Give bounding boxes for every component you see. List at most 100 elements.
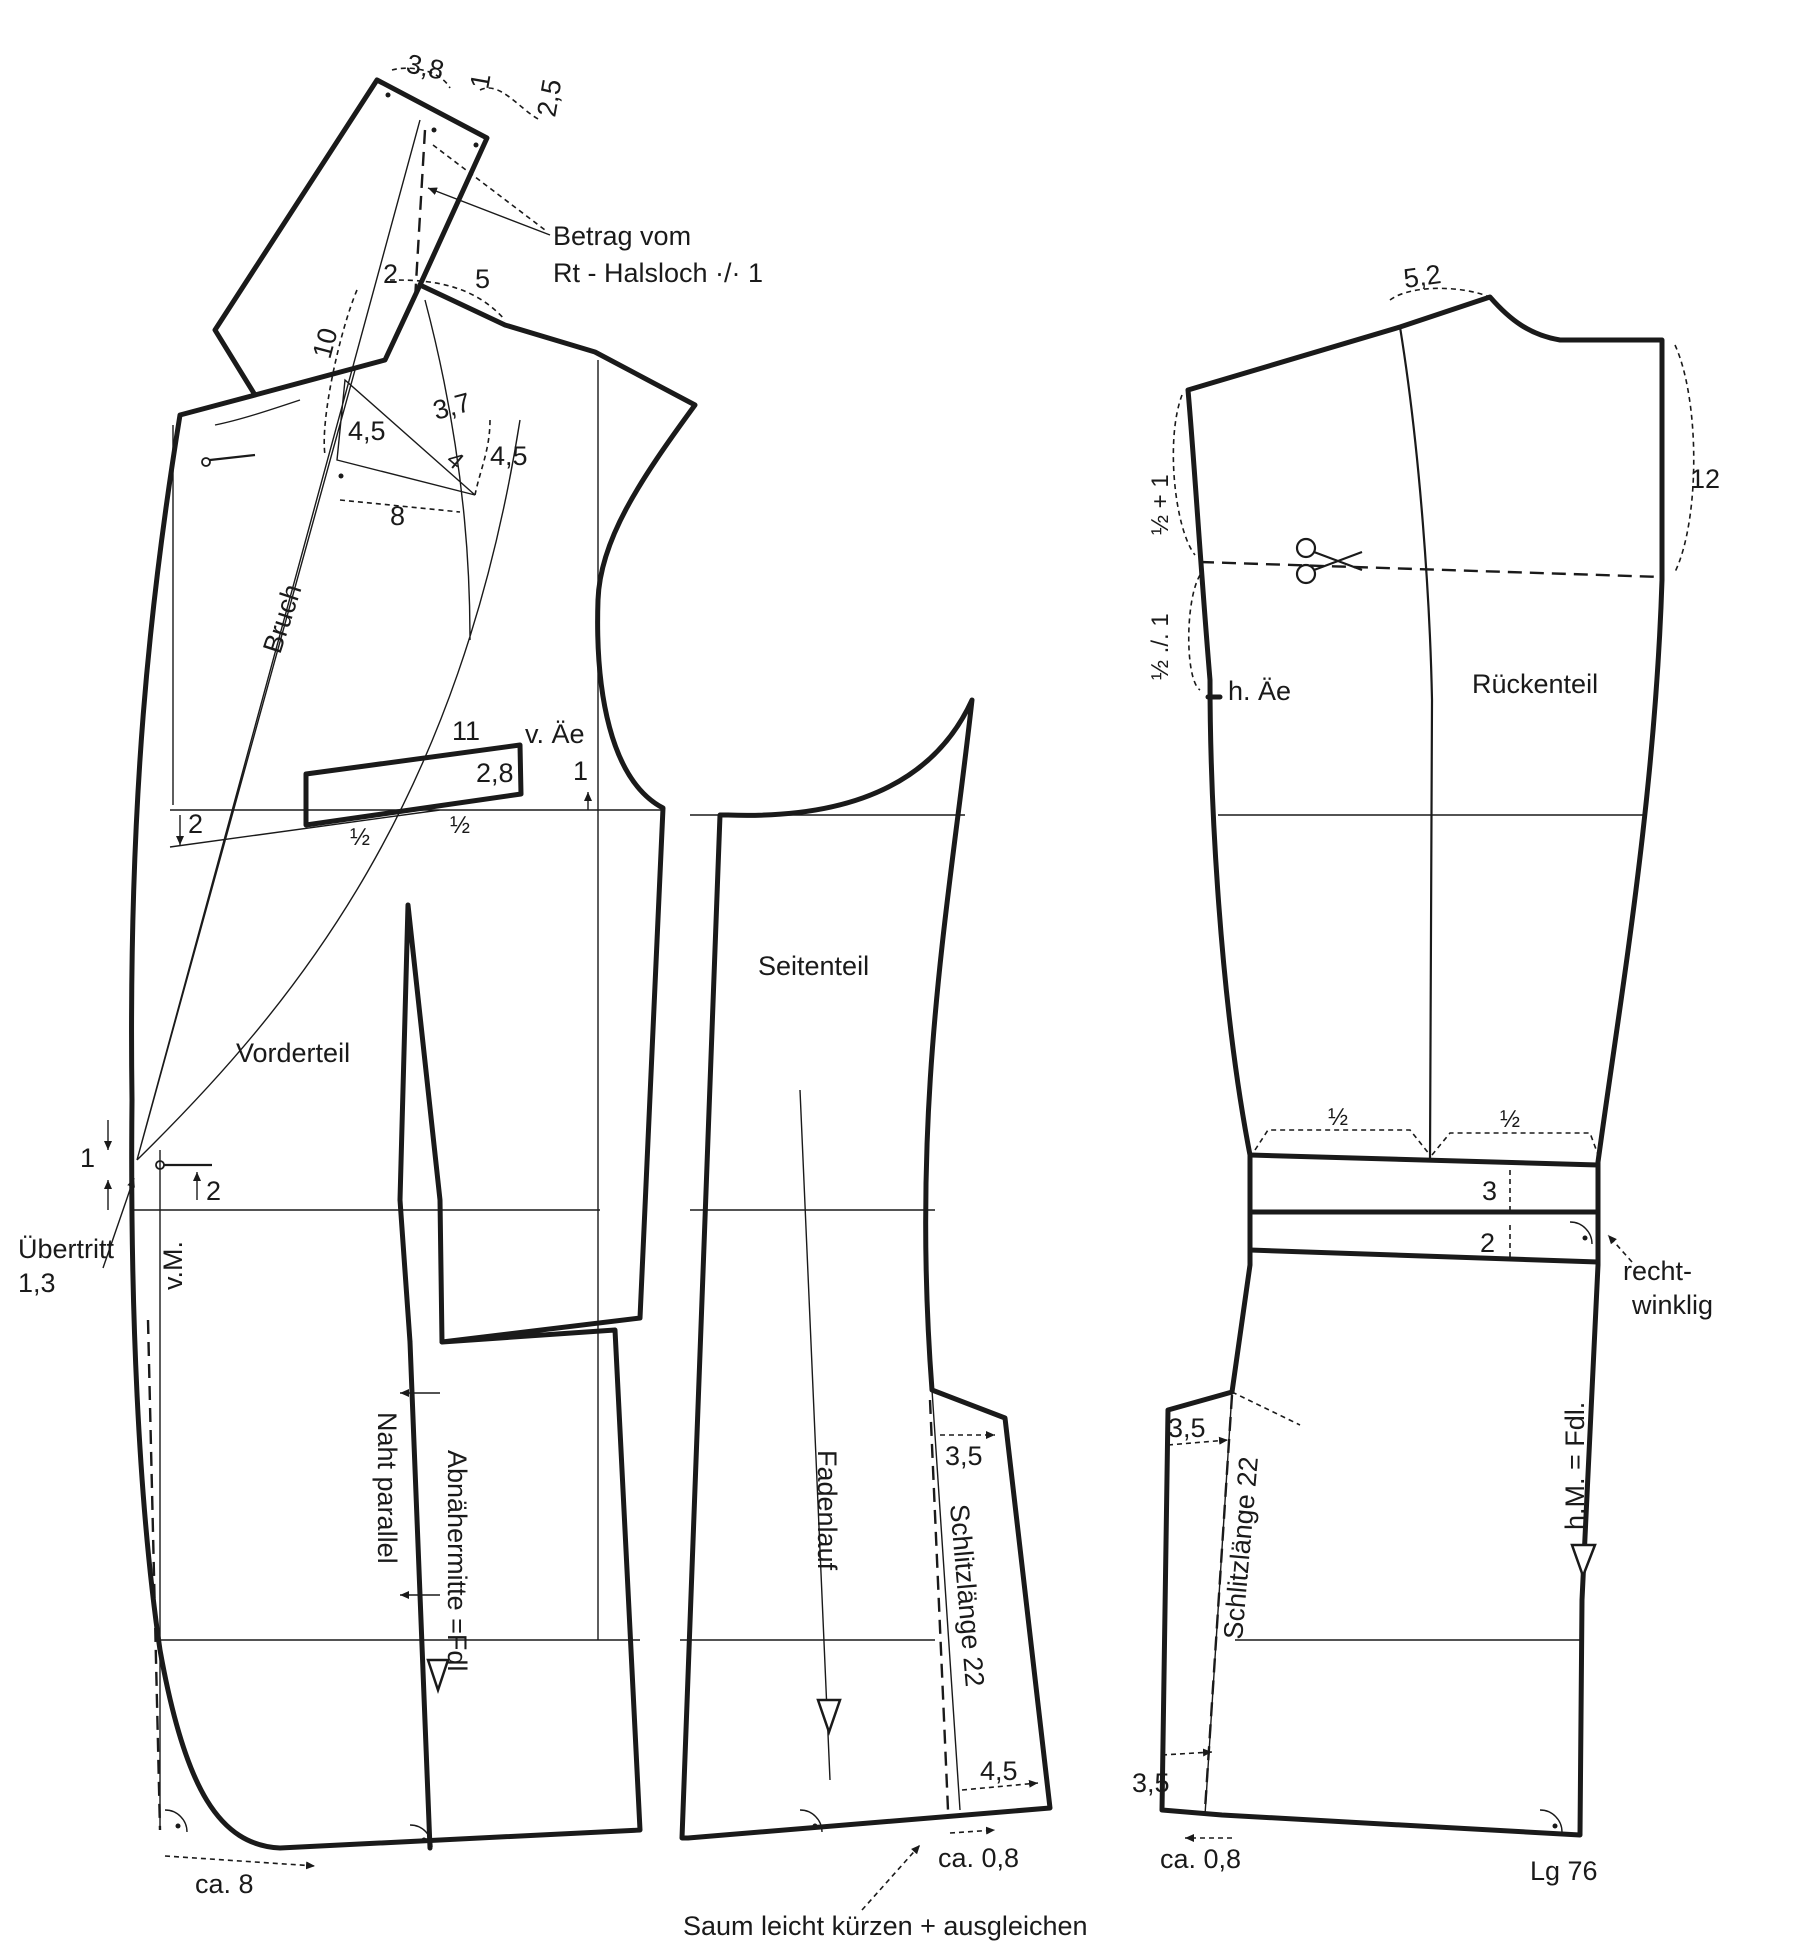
front-labels: 3,8 1 2,5 Betrag vom Rt - Halsloch ·/· 1… bbox=[18, 49, 763, 1899]
corner-dot bbox=[431, 127, 437, 133]
side-45-arrow bbox=[961, 1779, 1039, 1791]
front-body-outline bbox=[129, 282, 698, 1851]
hm-label: h.M. = Fdl. bbox=[1560, 1402, 1590, 1530]
side-slit-line bbox=[928, 1399, 950, 1811]
uebertritt-arrow bbox=[102, 1177, 135, 1269]
grain-arrow-side bbox=[816, 1698, 842, 1736]
corner-mark bbox=[1569, 1221, 1593, 1245]
uebertritt-label: Übertritt bbox=[18, 1234, 115, 1264]
lg-label: Lg 76 bbox=[1530, 1856, 1598, 1886]
corner-dot bbox=[1582, 1235, 1588, 1241]
back-label-2: 2 bbox=[1480, 1228, 1495, 1258]
corner-dot bbox=[175, 1823, 181, 1829]
recht-label-1: recht- bbox=[1623, 1256, 1692, 1286]
front-label-8: 8 bbox=[390, 501, 405, 531]
side-ca08-label: ca. 0,8 bbox=[938, 1843, 1019, 1873]
corner-dot bbox=[338, 473, 344, 479]
betrag-arrow bbox=[427, 187, 551, 236]
front-label-2: 2 bbox=[383, 259, 398, 289]
side-08-arrow bbox=[949, 1826, 996, 1835]
back-label-12: 12 bbox=[1690, 464, 1720, 494]
corner-mark bbox=[409, 1824, 433, 1848]
welt-pocket bbox=[303, 742, 524, 828]
back-cut-line bbox=[1199, 560, 1663, 579]
front-label-1c: 1 bbox=[80, 1143, 95, 1173]
grain-arrow-front bbox=[426, 1658, 450, 1694]
back-half-plus: ½ + 1 bbox=[1147, 474, 1174, 535]
back-schlitz-label: Schlitzlänge 22 bbox=[1218, 1455, 1264, 1640]
front-break-line bbox=[146, 129, 427, 1831]
front-label-2b: 2 bbox=[188, 809, 203, 839]
back-center-seam bbox=[1398, 326, 1434, 1161]
corner-dot bbox=[812, 1823, 818, 1829]
back-half-b: ½ bbox=[1500, 1106, 1520, 1133]
ca8-label: ca. 8 bbox=[195, 1869, 254, 1899]
corner-mark bbox=[1539, 1809, 1563, 1833]
back-label-52: 5,2 bbox=[1402, 259, 1443, 294]
front-dart-outline bbox=[397, 902, 445, 1345]
front-label-5: 5 bbox=[475, 264, 490, 294]
seitenteil-label: Seitenteil bbox=[758, 951, 869, 981]
back-labels: 5,2 12 ½ + 1 ½ ./. 1 h. Äe Rückenteil ½ … bbox=[1132, 259, 1720, 1886]
front-half-b: ½ bbox=[450, 812, 470, 839]
front-collar-outline bbox=[212, 77, 490, 398]
front-label-45b: 4,5 bbox=[490, 441, 528, 471]
front-label-45a: 4,5 bbox=[348, 416, 386, 446]
scissors-icon bbox=[1295, 537, 1363, 585]
vm-label: v.M. bbox=[158, 1241, 188, 1290]
corner-mark bbox=[799, 1809, 823, 1833]
hae-label: h. Äe bbox=[1228, 676, 1291, 706]
back-outline bbox=[1159, 294, 1665, 1838]
corner-mark bbox=[164, 1809, 188, 1833]
side-label-35: 3,5 bbox=[945, 1441, 983, 1471]
front-label-1b: 1 bbox=[573, 756, 588, 786]
side-label-45: 4,5 bbox=[980, 1756, 1018, 1786]
recht-arrow bbox=[1607, 1234, 1633, 1263]
betrag-line-1: Betrag vom bbox=[553, 221, 691, 251]
front-label-37: 3,7 bbox=[430, 387, 474, 426]
back-half-a: ½ bbox=[1328, 1104, 1348, 1131]
front-label-4: 4 bbox=[441, 446, 469, 475]
back-piece bbox=[1159, 287, 1695, 1842]
bruch-label: Bruch bbox=[257, 580, 307, 656]
betrag-line-2: Rt - Halsloch ·/· 1 bbox=[553, 258, 763, 288]
corner-dot bbox=[473, 142, 479, 148]
grain-arrow-back bbox=[1570, 1543, 1597, 1580]
front-label-11: 11 bbox=[452, 716, 480, 746]
back-label-3: 3 bbox=[1482, 1176, 1497, 1206]
side-schlitz-label: Schlitzlänge 22 bbox=[944, 1503, 990, 1688]
front-label-10: 10 bbox=[307, 325, 344, 362]
naht-label: Naht parallel bbox=[372, 1412, 402, 1564]
front-label-38: 3,8 bbox=[404, 49, 447, 86]
fadenlauf-label: Fadenlauf bbox=[812, 1450, 842, 1571]
abnaeher-label: Abnähermitte =Fdl bbox=[442, 1450, 472, 1671]
front-label-1: 1 bbox=[464, 71, 496, 91]
rueckenteil-label: Rückenteil bbox=[1472, 669, 1598, 699]
uebertritt-value: 1,3 bbox=[18, 1268, 56, 1298]
front-label-25: 2,5 bbox=[531, 77, 567, 119]
chest-pocket-line bbox=[209, 453, 256, 462]
side-labels: Seitenteil Fadenlauf 3,5 Schlitzlänge 22… bbox=[683, 951, 1088, 1941]
front-label-2c: 2 bbox=[206, 1176, 221, 1206]
back-dimension-dashes bbox=[1172, 287, 1695, 1258]
saum-arrow bbox=[861, 1844, 921, 1911]
front-half-a: ½ bbox=[350, 824, 370, 851]
side-construction-lines bbox=[680, 814, 965, 1811]
front-piece bbox=[102, 67, 698, 1870]
back-slit-line bbox=[1203, 1394, 1234, 1811]
recht-label-2: winklig bbox=[1631, 1290, 1713, 1320]
vorderteil-label: Vorderteil bbox=[236, 1038, 350, 1068]
ca8-arrow bbox=[164, 1855, 316, 1870]
corner-dot bbox=[421, 1837, 427, 1843]
saum-label: Saum leicht kürzen + ausgleichen bbox=[683, 1911, 1088, 1941]
back-ca08-label: ca. 0,8 bbox=[1160, 1844, 1241, 1874]
back-label-35b: 3,5 bbox=[1132, 1768, 1170, 1798]
back-35-arrow bbox=[1167, 1436, 1229, 1446]
back-label-35a: 3,5 bbox=[1168, 1413, 1206, 1443]
back-35-arrow-b bbox=[1161, 1748, 1213, 1757]
corner-dot bbox=[1552, 1823, 1558, 1829]
corner-dot bbox=[385, 92, 391, 98]
front-dimension-dashes bbox=[323, 67, 546, 513]
back-slit-dash bbox=[1231, 1391, 1301, 1426]
